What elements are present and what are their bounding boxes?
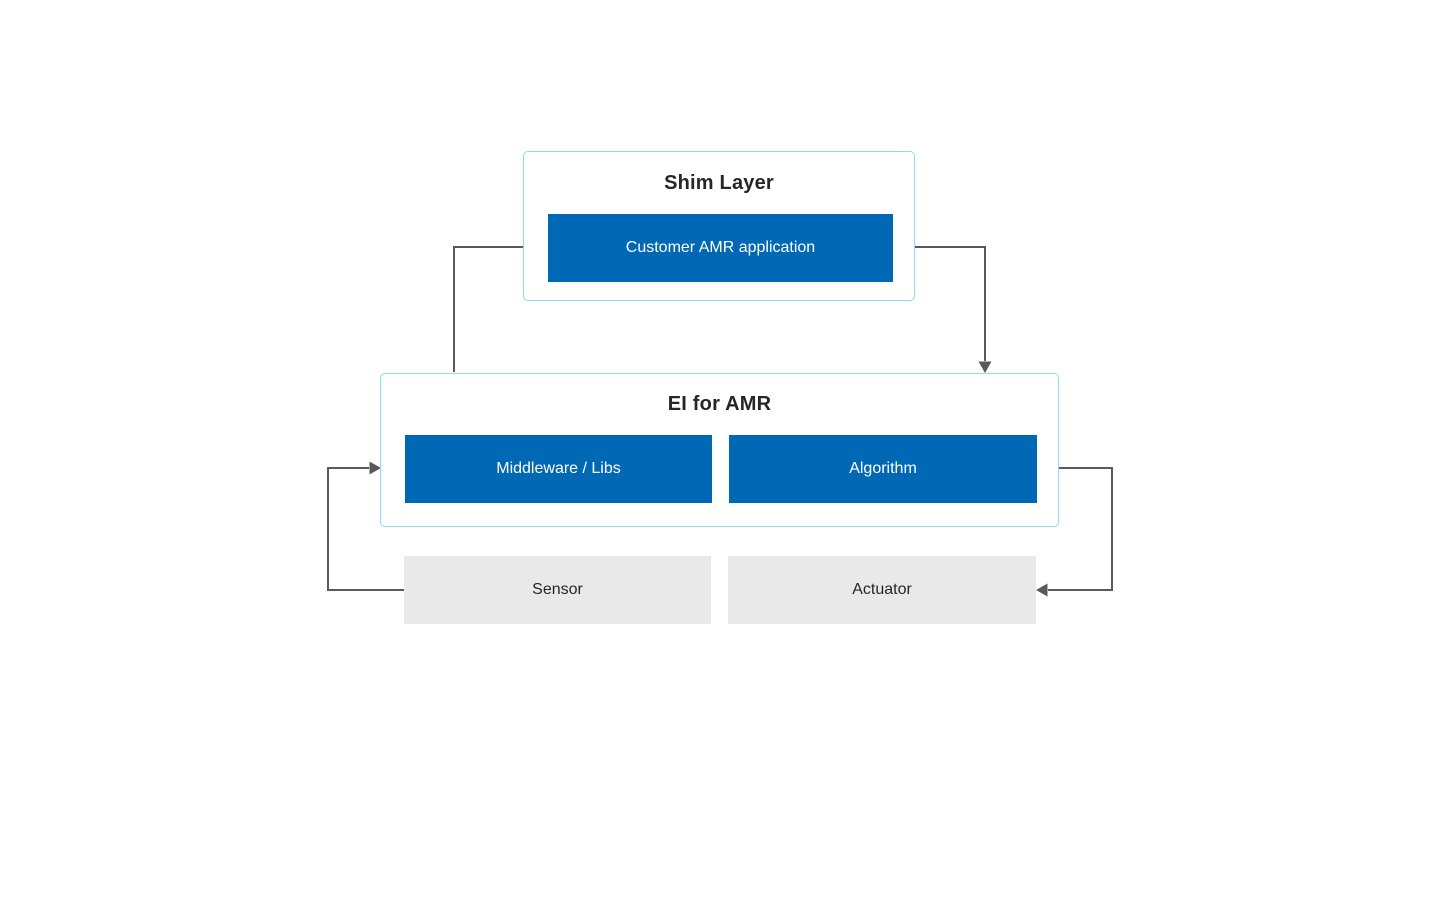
middleware-libs-label: Middleware / Libs: [496, 460, 621, 477]
sensor-block: Sensor: [404, 556, 711, 624]
customer-amr-application-block: Customer AMR application: [548, 214, 893, 282]
actuator-label: Actuator: [852, 581, 912, 598]
shim-layer-title: Shim Layer: [664, 171, 774, 194]
algorithm-label: Algorithm: [849, 460, 917, 477]
ei-for-amr-container: EI for AMR Middleware / Libs Algorithm: [380, 373, 1059, 527]
ei-for-amr-title: EI for AMR: [667, 393, 772, 415]
customer-amr-application-label: Customer AMR application: [625, 239, 816, 256]
algorithm-block: Algorithm: [729, 435, 1037, 503]
middleware-libs-block: Middleware / Libs: [405, 435, 712, 503]
actuator-block: Actuator: [728, 556, 1036, 624]
shim-layer-container: Shim Layer Customer AMR application: [523, 151, 915, 301]
sensor-label: Sensor: [532, 581, 583, 598]
